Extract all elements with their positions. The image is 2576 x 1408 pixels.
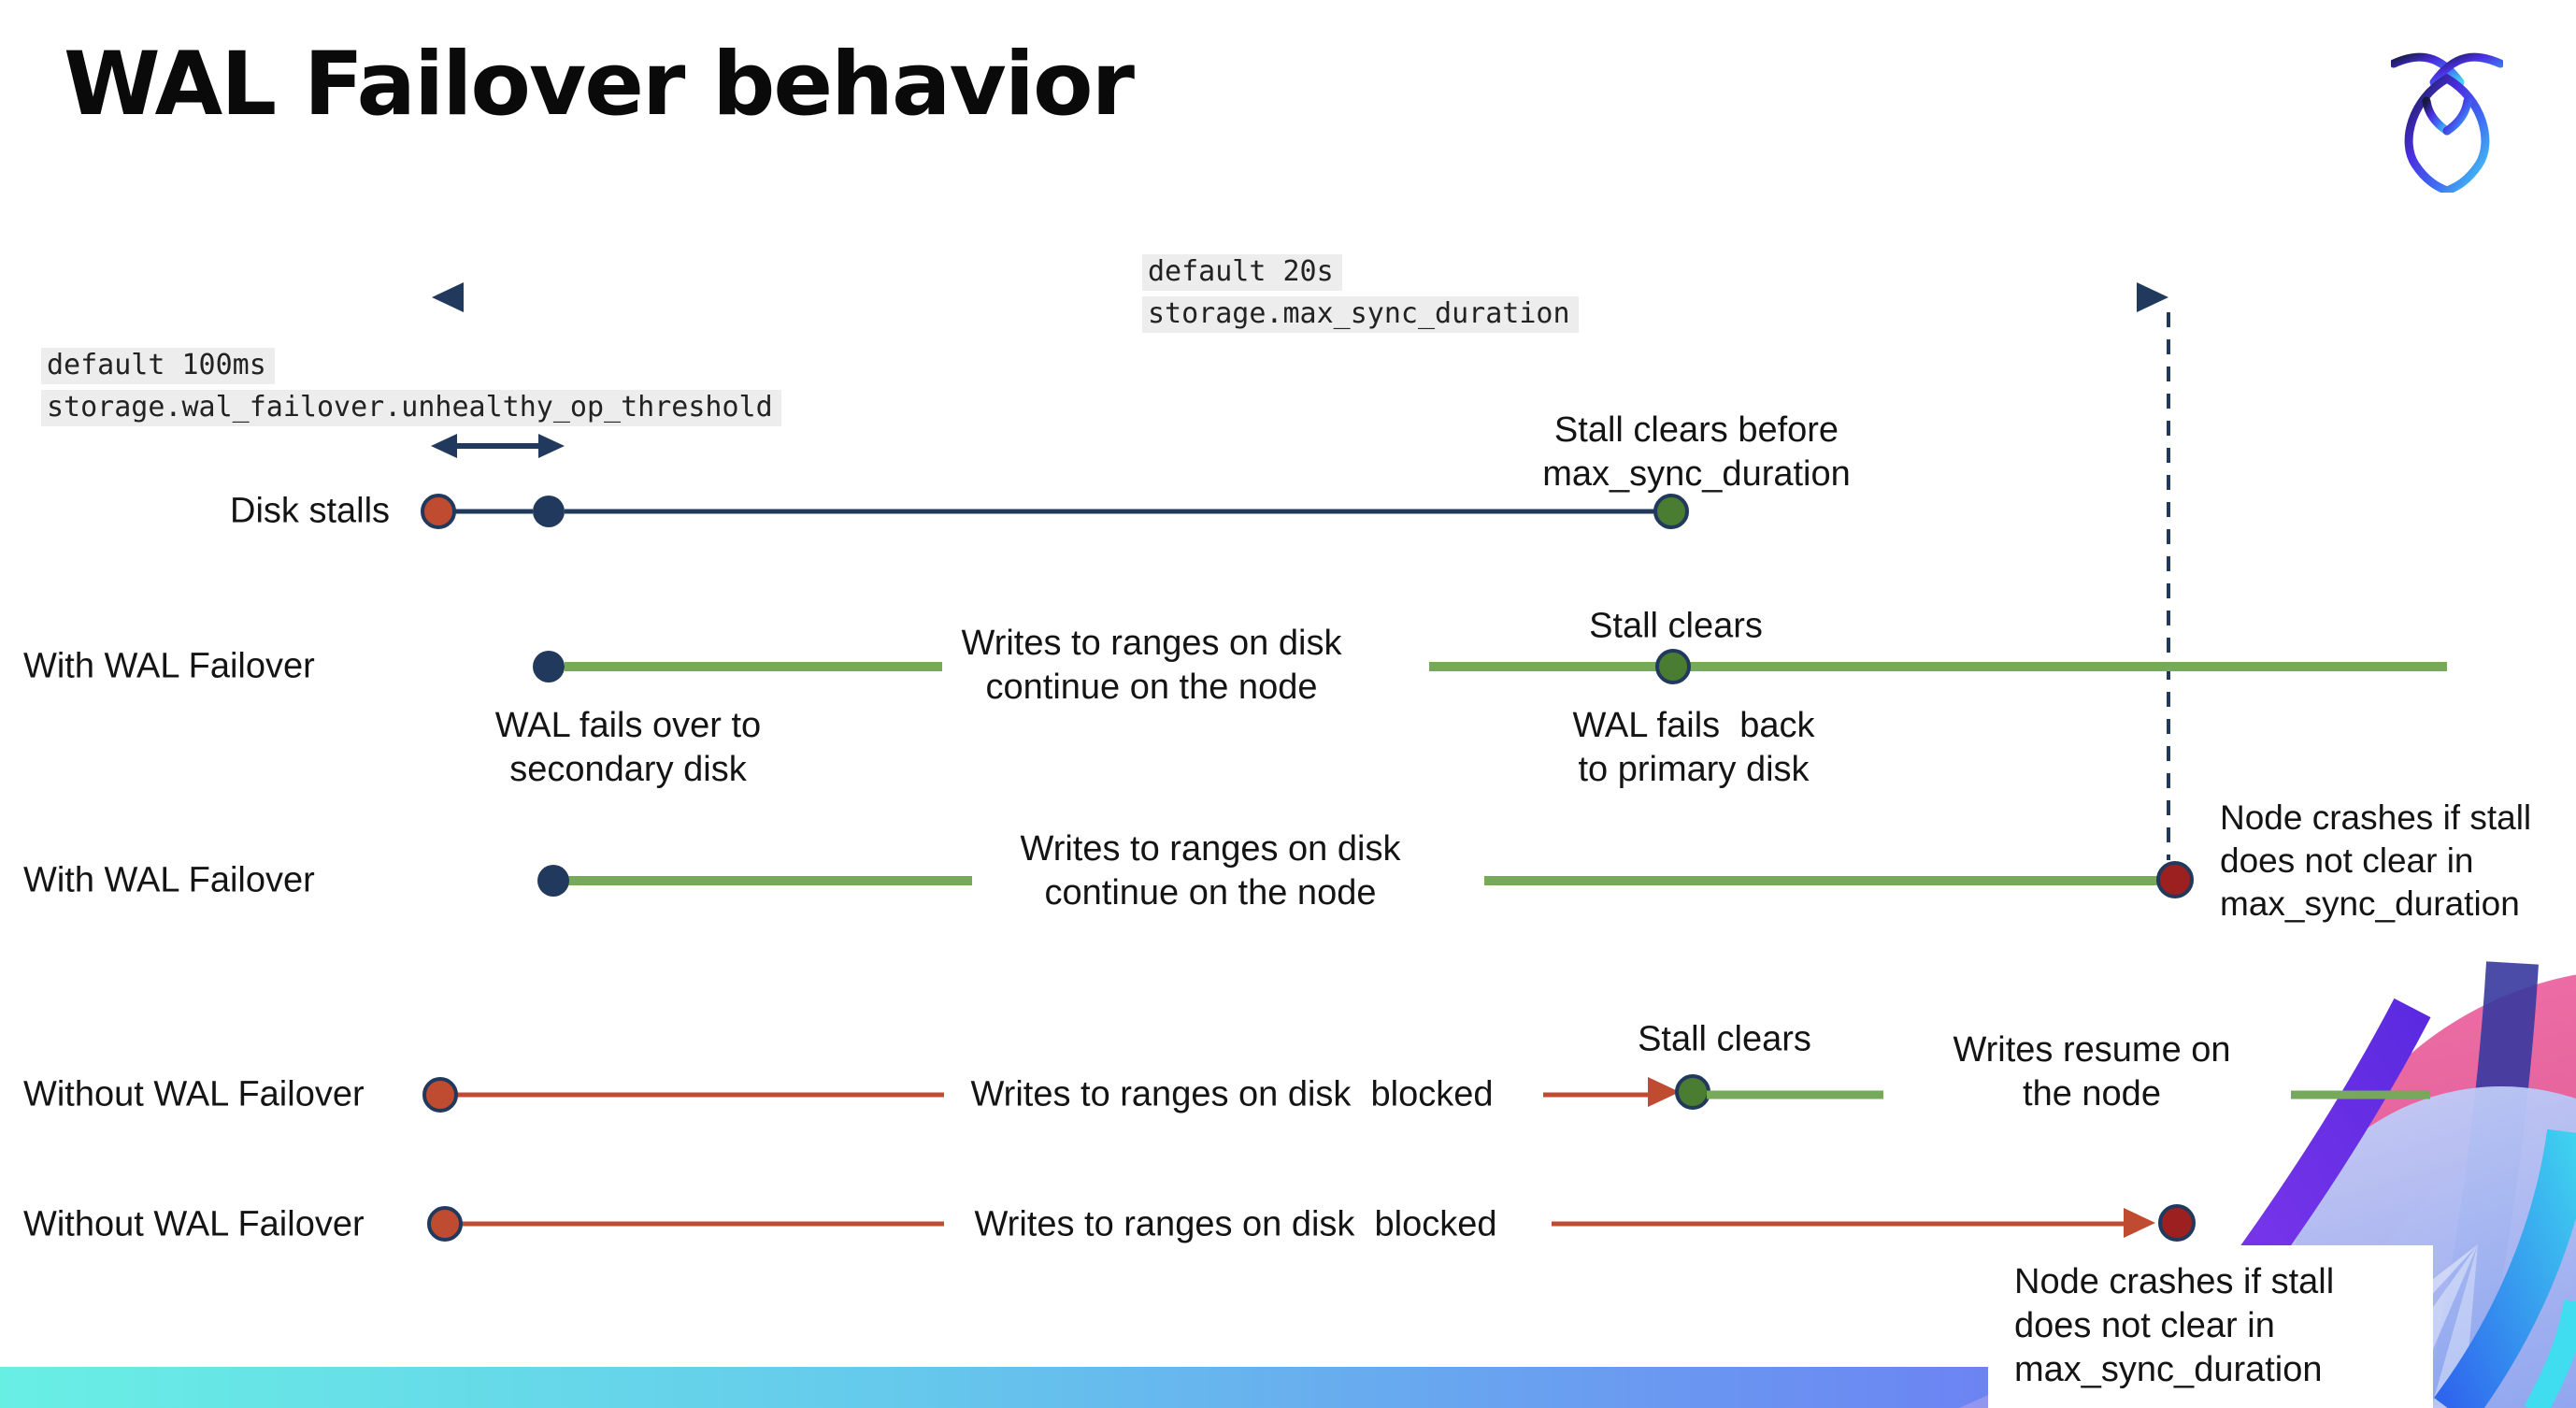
stall-start-dot [422,1077,458,1113]
failover-dot [533,651,565,682]
stall-clear-dot [1655,649,1691,684]
annotation-stall-clears-1: Stall clears [1589,606,1763,646]
failover-threshold-dot [533,496,565,527]
annotation-stall-clears-before: Stall clears before max_sync_duration [1542,409,1851,494]
failover-dot [537,865,569,897]
annotation-stall-clears-2: Stall clears [1638,1019,1811,1059]
annotation-writes-continue-1: Writes to ranges on disk continue on the… [961,623,1342,707]
stall-clear-dot [1653,494,1689,529]
page-title: WAL Failover behavior [64,34,1135,136]
row-label-disk-stalls: Disk stalls [230,491,391,531]
annotation-wal-fails-over: WAL fails over to secondary disk [494,705,762,789]
row-label-without-wal-failover-2: Without WAL Failover [23,1204,365,1244]
stall-start-dot [421,494,456,529]
setting-default-value: default 100ms [41,348,275,384]
unhealthy-op-threshold-arrow [431,434,565,458]
row-label-without-wal-failover-1: Without WAL Failover [23,1074,365,1114]
annotation-writes-blocked-1: Writes to ranges on disk blocked [970,1074,1494,1114]
annotation-writes-continue-2: Writes to ranges on disk continue on the… [1020,828,1401,912]
max-sync-duration-setting: default 20s storage.max_sync_duration [1142,254,1579,333]
setting-name: storage.wal_failover.unhealthy_op_thresh… [41,390,781,426]
annotation-writes-blocked-2: Writes to ranges on disk blocked [974,1204,1497,1244]
setting-default-value: default 20s [1142,254,1342,291]
annotation-node-crashes-1: Node crashes if stall does not clear in … [2220,798,2532,923]
cockroachdb-logo-icon [2391,52,2503,193]
row-disk-stalls-line [421,494,1689,529]
row-label-with-wal-failover-2: With WAL Failover [23,860,315,900]
stall-start-dot [427,1206,463,1242]
stall-clear-dot [1675,1074,1710,1110]
annotation-writes-resume: Writes resume on the node [1953,1029,2231,1113]
unhealthy-op-threshold-setting: default 100ms storage.wal_failover.unhea… [41,348,781,426]
row-with-wal-failover-1-line [533,649,2447,684]
crash-note-box: Node crashes if stall does not clear in … [1988,1245,2433,1408]
row-label-with-wal-failover-1: With WAL Failover [23,646,315,686]
annotation-node-crashes-2: Node crashes if stall does not clear in … [2014,1262,2335,1390]
setting-name: storage.max_sync_duration [1142,296,1579,333]
annotation-wal-fails-back: WAL fails back to primary disk [1572,705,1815,789]
crash-dot [2156,861,2194,898]
